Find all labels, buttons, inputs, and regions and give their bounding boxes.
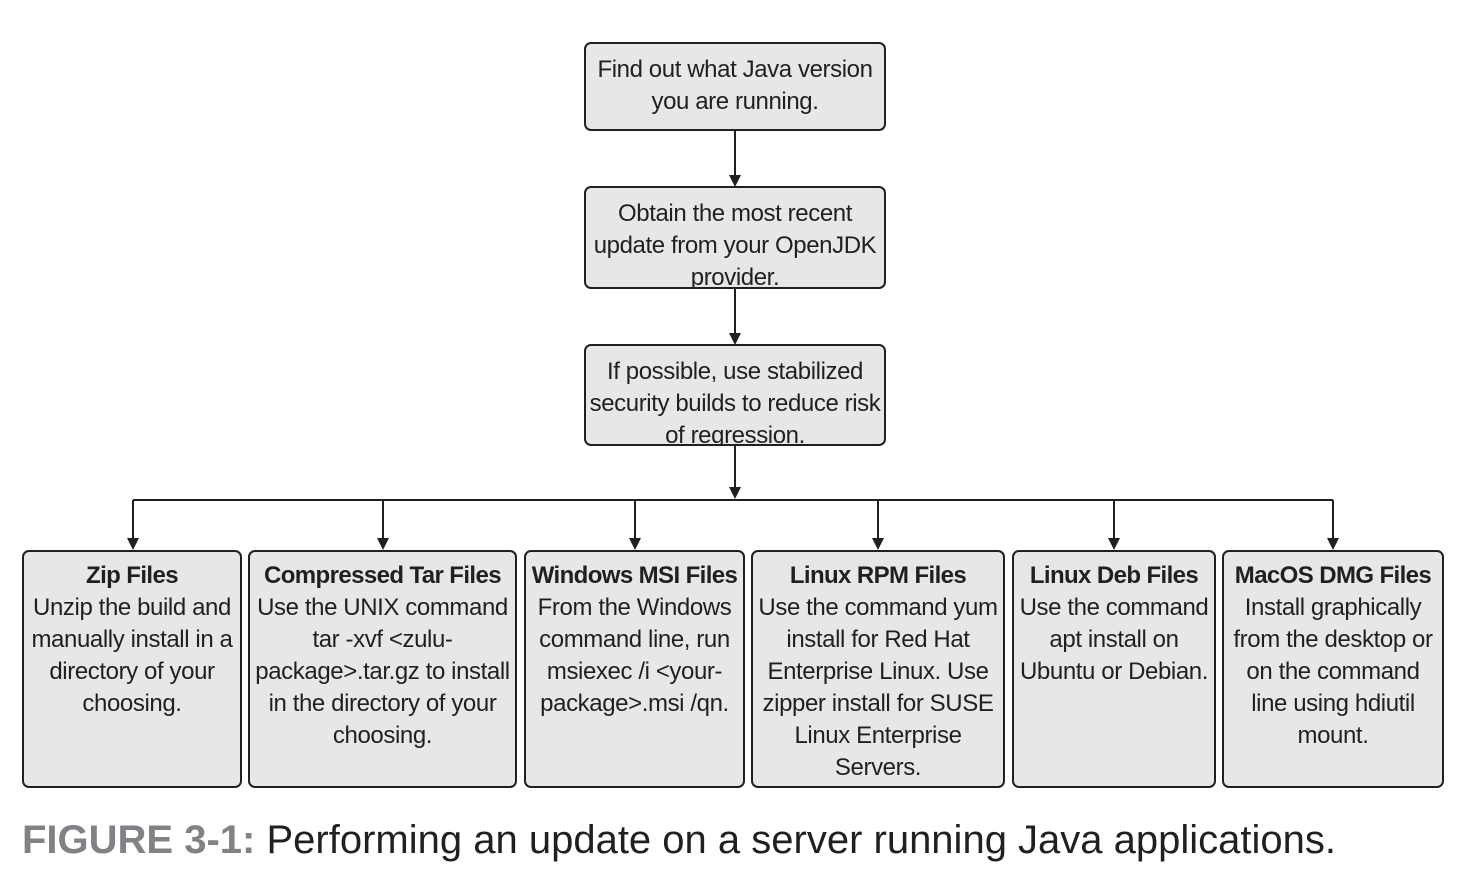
option-text: From the Windows command line, run msiex… [537,594,732,717]
option-windows-msi-files: Windows MSI Files From the Windows comma… [524,550,745,788]
figure-description: Performing an update on a server running… [266,818,1337,862]
step-text: If possible, use stabilized security bui… [589,358,881,446]
option-compressed-tar-files: Compressed Tar Files Use the UNIX comman… [248,550,517,788]
step-text: Obtain the most recent update from your … [593,200,877,289]
option-title: Compressed Tar Files [264,562,502,589]
option-text: Unzip the build and manually install in … [31,594,233,717]
option-text: Use the command apt install on Ubuntu or… [1019,594,1209,685]
option-title: Linux Deb Files [1029,562,1199,589]
figure-caption: FIGURE 3-1: Performing an update on a se… [22,812,1336,868]
option-title: Zip Files [86,562,179,589]
option-linux-rpm-files: Linux RPM Files Use the command yum inst… [751,550,1005,788]
option-title: Windows MSI Files [531,562,738,589]
option-text: Use the UNIX command tar -xvf <zulu-pack… [255,594,510,749]
option-title: MacOS DMG Files [1234,562,1432,589]
option-text: Use the command yum install for Red Hat … [758,594,998,781]
step-check-java-version: Find out what Java version you are runni… [584,42,886,131]
option-linux-deb-files: Linux Deb Files Use the command apt inst… [1012,550,1216,788]
step-obtain-update: Obtain the most recent update from your … [584,186,886,289]
figure-label: FIGURE 3-1: [22,818,256,862]
option-zip-files: Zip Files Unzip the build and manually i… [22,550,242,788]
option-macos-dmg-files: MacOS DMG Files Install graphically from… [1222,550,1444,788]
step-text: Find out what Java version you are runni… [597,56,873,115]
option-title: Linux RPM Files [789,562,967,589]
option-text: Install graphically from the desktop or … [1233,594,1433,749]
step-use-stabilized-builds: If possible, use stabilized security bui… [584,344,886,446]
